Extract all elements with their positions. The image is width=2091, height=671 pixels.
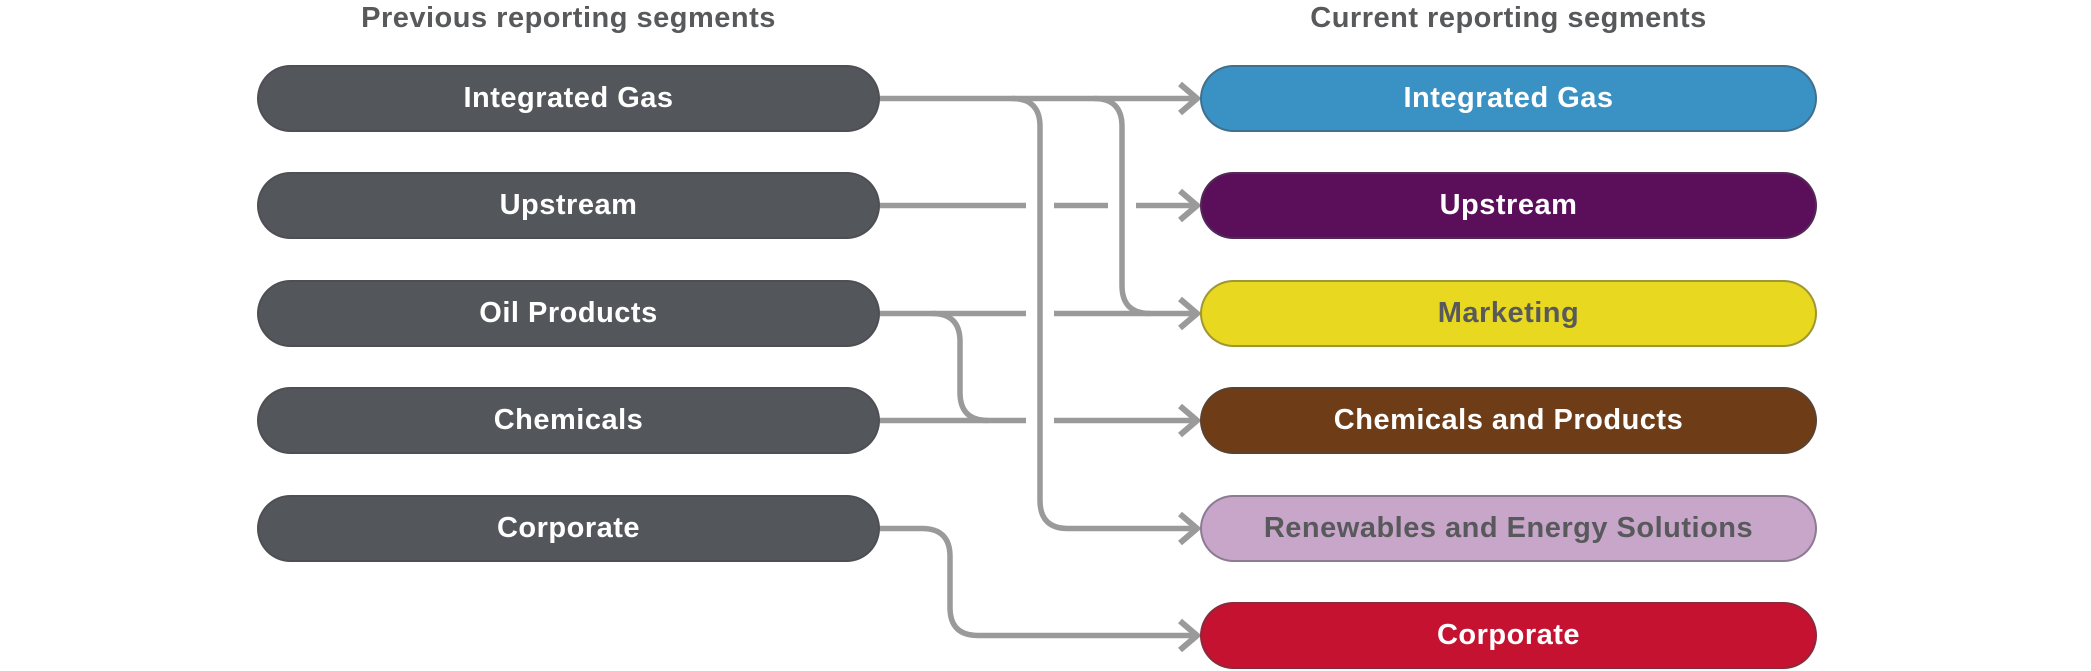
current-segment-marketing: Marketing: [1200, 280, 1817, 347]
previous-segment-chemicals: Chemicals: [257, 387, 880, 454]
previous-segments-header: Previous reporting segments: [361, 2, 776, 34]
previous-segment-oil-products: Oil Products: [257, 280, 880, 347]
arrowhead-icon: [1178, 618, 1202, 653]
connector-integrated-gas-to-marketing: [1093, 95, 1151, 317]
arrowhead-icon: [1178, 188, 1202, 223]
current-segment-chemicals-and-products: Chemicals and Products: [1200, 387, 1817, 454]
current-segment-integrated-gas: Integrated Gas: [1200, 65, 1817, 132]
previous-segment-upstream: Upstream: [257, 172, 880, 239]
current-segments-header: Current reporting segments: [1310, 2, 1707, 34]
arrowhead-icon: [1178, 81, 1202, 116]
arrowhead-icon: [1178, 296, 1202, 331]
arrowhead-icon: [1178, 403, 1202, 438]
connector-oil-products-to-chemicals-and-products: [931, 310, 989, 424]
arrowhead-icon: [1178, 511, 1202, 546]
current-segment-corporate: Corporate: [1200, 602, 1817, 669]
connector-integrated-gas-to-renewables: [1011, 95, 1196, 532]
current-segment-renewables-and-energy-solutions: Renewables and Energy Solutions: [1200, 495, 1817, 562]
previous-segment-corporate: Corporate: [257, 495, 880, 562]
connector-corporate-to-corporate: [880, 525, 1196, 639]
connector-group: [880, 81, 1202, 653]
current-segment-upstream: Upstream: [1200, 172, 1817, 239]
previous-segment-integrated-gas: Integrated Gas: [257, 65, 880, 132]
